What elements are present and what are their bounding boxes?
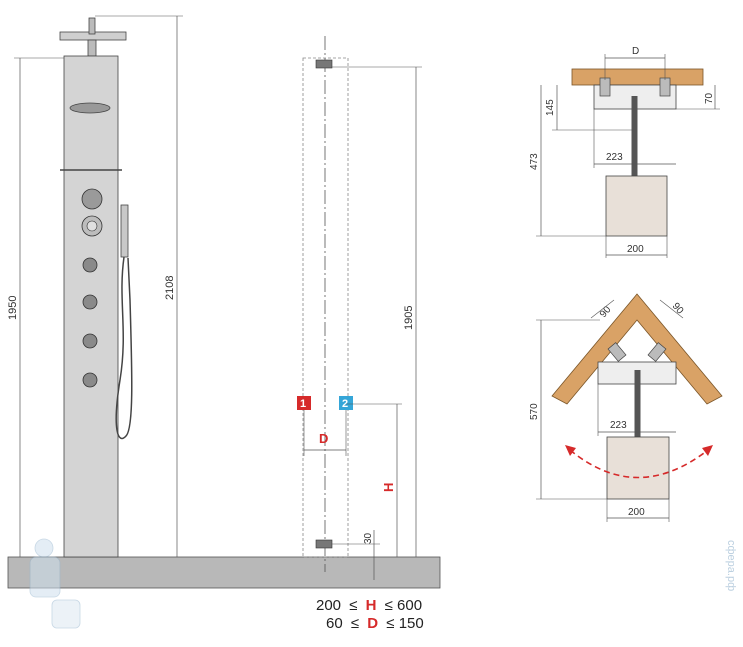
floor-slab [7,556,441,589]
shower-hose [115,256,133,440]
dim-corner-223: 223 [610,420,627,431]
column-base-square [605,175,668,237]
dim-570: 570 [529,403,540,420]
dim-473: 473 [529,153,540,170]
dim-1905: 1905 [403,306,415,330]
constraint-d-max: 150 [399,615,424,632]
constraint-h-var: H [366,597,377,614]
marker-2-label: 2 [342,398,348,410]
constraint-h-leq-2: ≤ [385,597,393,614]
dim-corner-90-right-line [659,299,684,319]
marker-1-box [297,396,311,410]
constraint-d: 60 ≤ D ≤ 150 [326,615,424,632]
constraints: 200 ≤ H ≤ 600 60 ≤ D ≤ 150 [316,597,424,632]
plumber-mascot-watermark [29,538,81,629]
rotation-arrow-left [565,445,576,456]
mascot-body [29,556,61,598]
dim-70: 70 [704,92,715,104]
mascot-toilet [51,599,81,629]
dim-d-label: D [319,431,328,446]
top-bracket [315,59,333,69]
constraint-d-var: D [367,615,378,632]
body-jet-4 [82,372,98,388]
rain-head-stem [87,39,97,57]
marker-2-box [339,396,353,410]
body-jet-2 [82,294,98,310]
bottom-bracket [315,539,333,549]
marker-1-label: 1 [300,398,306,410]
mascot-head [34,538,54,558]
nozzle-emblem [69,102,111,114]
rain-head-arm [88,17,96,35]
control-knob-top [81,188,103,210]
constraint-h: 200 ≤ H ≤ 600 [316,597,422,614]
constraint-d-leq-2: ≤ [386,615,394,632]
corner-mount-right [647,342,667,362]
mount-right [659,77,671,97]
dim-corner-90-left-line [590,299,615,319]
front-view: 1950 2108 [7,15,183,558]
corner-view: 90 90 570 223 200 [529,293,723,522]
body-jet-3 [82,333,98,349]
constraint-d-min: 60 [326,615,343,632]
dim-h-label: H [381,483,396,492]
dim-corner-200: 200 [628,507,645,518]
rotation-arc [569,449,709,479]
column-outline-dashed [302,57,349,558]
control-knob-bottom-inner [86,220,98,232]
dim-2108: 2108 [164,276,176,300]
constraint-h-leq-1: ≤ [349,597,357,614]
corner-column-base [606,436,670,500]
mount-left [599,77,611,97]
install-view: 1905 1 2 D H 30 [297,36,422,580]
dim-top-d: D [632,46,639,57]
top-view: D 145 70 473 223 200 [529,46,720,258]
corner-mount-left [607,342,627,362]
dim-145: 145 [545,99,556,116]
hand-shower [120,204,129,258]
dim-30: 30 [363,532,374,544]
corner-wall [551,293,723,405]
dim-1950: 1950 [7,296,19,320]
dim-top-223: 223 [606,152,623,163]
wall-plank [571,68,704,86]
constraint-h-max: 600 [397,597,422,614]
constraint-h-min: 200 [316,597,341,614]
constraint-d-leq-1: ≤ [351,615,359,632]
body-jet-1 [82,257,98,273]
dim-top-200: 200 [627,244,644,255]
dim-corner-90-right: 90 [670,301,686,317]
rotation-arrow-right [702,445,713,456]
watermark-text: сфера.рф [725,540,737,591]
